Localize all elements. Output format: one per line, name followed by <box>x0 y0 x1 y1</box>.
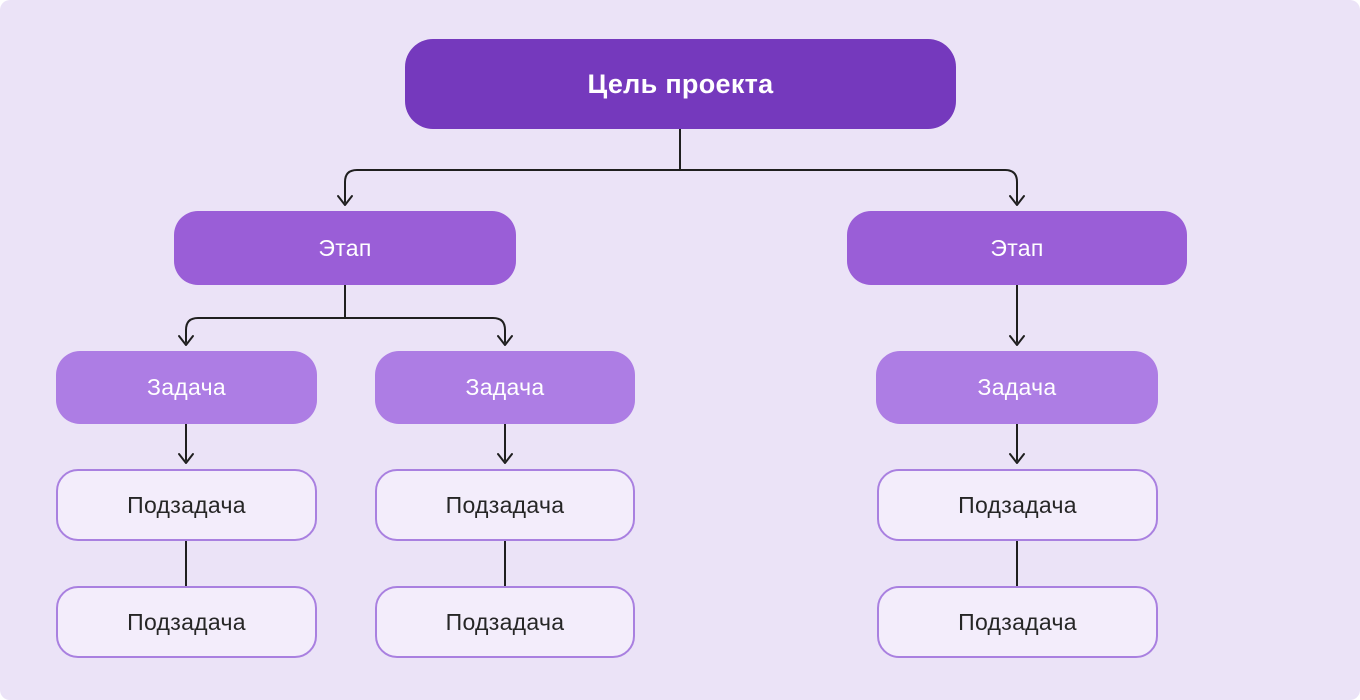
connector-stage-left-to-task-2 <box>344 317 506 343</box>
goal-label: Цель проекта <box>587 68 774 99</box>
arrowhead-subtask-1 <box>178 453 194 464</box>
stage-node-left: Этап <box>174 211 516 285</box>
connector-goal-to-stage-right <box>679 169 1018 203</box>
subtask-label: Подзадача <box>958 491 1077 518</box>
subtask-label: Подзадача <box>445 608 565 635</box>
task-label: Задача <box>977 374 1057 400</box>
connector-goal-to-stage-left <box>344 169 681 203</box>
task-label: Задача <box>465 374 545 400</box>
arrowhead-task-2 <box>497 335 513 346</box>
subtask-label: Подзадача <box>445 491 565 518</box>
arrowhead-stage-right <box>1009 195 1025 206</box>
subtask-label: Подзадача <box>127 608 246 635</box>
arrowhead-task-3 <box>1009 335 1025 346</box>
stage-node-right: Этап <box>847 211 1187 285</box>
subtask-node-1b: Подзадача <box>56 586 317 658</box>
goal-node: Цель проекта <box>405 39 956 129</box>
subtask-node-1a: Подзадача <box>56 469 317 541</box>
task-node-2: Задача <box>375 351 635 424</box>
subtask-label: Подзадача <box>958 608 1077 635</box>
arrowhead-task-1 <box>178 335 194 346</box>
arrowhead-stage-left <box>337 195 353 206</box>
subtask-node-3a: Подзадача <box>877 469 1158 541</box>
stage-label: Этап <box>990 234 1044 261</box>
task-node-1: Задача <box>56 351 317 424</box>
subtask-node-3b: Подзадача <box>877 586 1158 658</box>
arrowhead-subtask-2 <box>497 453 513 464</box>
subtask-node-2b: Подзадача <box>375 586 635 658</box>
task-node-3: Задача <box>876 351 1158 424</box>
connector-stage-left-to-task-1 <box>185 317 346 343</box>
task-label: Задача <box>147 374 226 400</box>
arrowhead-subtask-3 <box>1009 453 1025 464</box>
subtask-label: Подзадача <box>127 491 246 518</box>
stage-label: Этап <box>318 234 372 261</box>
subtask-node-2a: Подзадача <box>375 469 635 541</box>
